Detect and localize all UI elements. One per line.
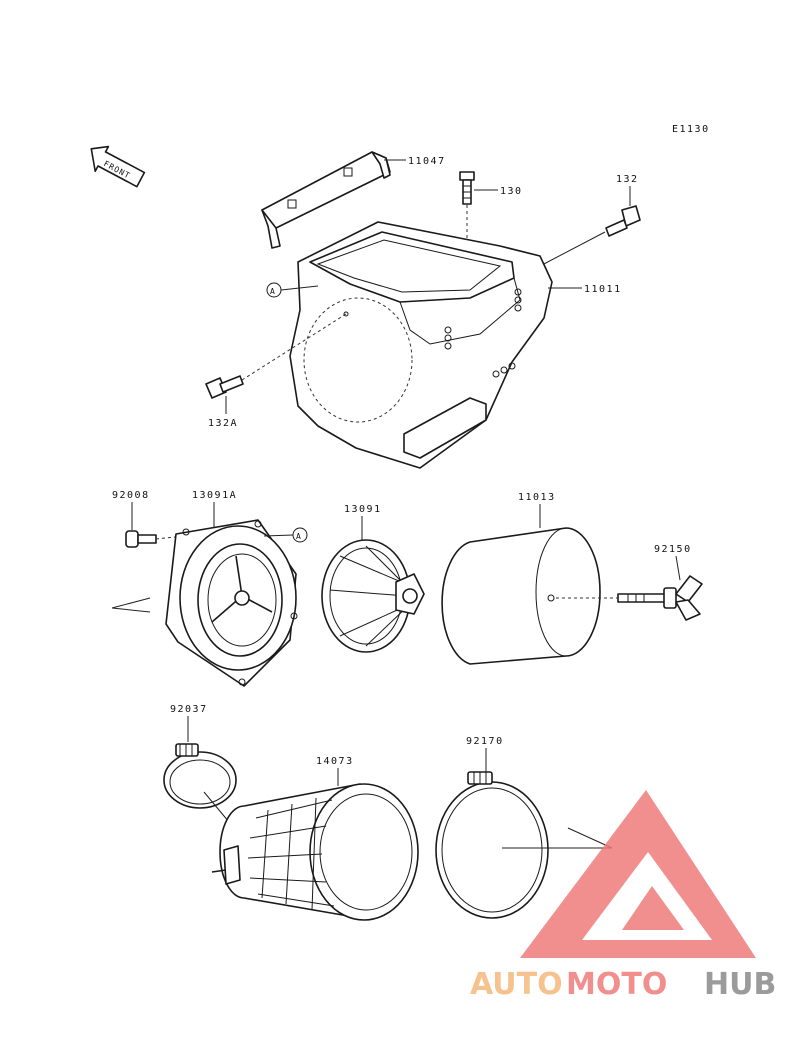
intake-duct-14073 xyxy=(211,783,419,921)
watermark-text-hub: HUB xyxy=(704,967,776,1002)
watermark-logo: AUTO MOTO HUB xyxy=(470,790,776,1002)
ref-code: E1130 xyxy=(672,124,710,135)
watermark-triangle-core xyxy=(622,886,684,930)
label-13091a: 13091A xyxy=(192,490,237,501)
label-14073: 14073 xyxy=(316,756,354,767)
label-11047: 11047 xyxy=(408,156,446,167)
filter-element-11013 xyxy=(441,527,601,665)
bolt-130 xyxy=(459,171,475,205)
screw-92008 xyxy=(125,530,157,548)
filter-plate-13091a xyxy=(165,519,298,687)
label-11011: 11011 xyxy=(584,284,622,295)
bracket-11047 xyxy=(261,151,391,249)
bolt-132 xyxy=(605,205,641,237)
label-132a: 132A xyxy=(208,418,238,429)
air-box-housing-11011 xyxy=(289,221,553,469)
watermark-text-moto: MOTO xyxy=(566,967,667,1002)
bolt-132a xyxy=(205,375,244,399)
label-92008: 92008 xyxy=(112,490,150,501)
label-13091: 13091 xyxy=(344,504,382,515)
watermark-text-auto: AUTO xyxy=(470,967,563,1002)
filter-cage-13091 xyxy=(321,539,425,653)
label-132: 132 xyxy=(616,174,639,185)
wing-bolt-92150 xyxy=(617,575,703,621)
callout-a-plate-label: A xyxy=(296,532,301,541)
label-130: 130 xyxy=(500,186,523,197)
label-92170: 92170 xyxy=(466,736,504,747)
clamp-92037 xyxy=(163,743,237,809)
clamp-92170 xyxy=(435,771,549,919)
front-arrow-icon: FRONT xyxy=(90,145,146,188)
label-92150: 92150 xyxy=(654,544,692,555)
callout-a-housing-label: A xyxy=(270,287,275,296)
label-92037: 92037 xyxy=(170,704,208,715)
label-11013: 11013 xyxy=(518,492,556,503)
